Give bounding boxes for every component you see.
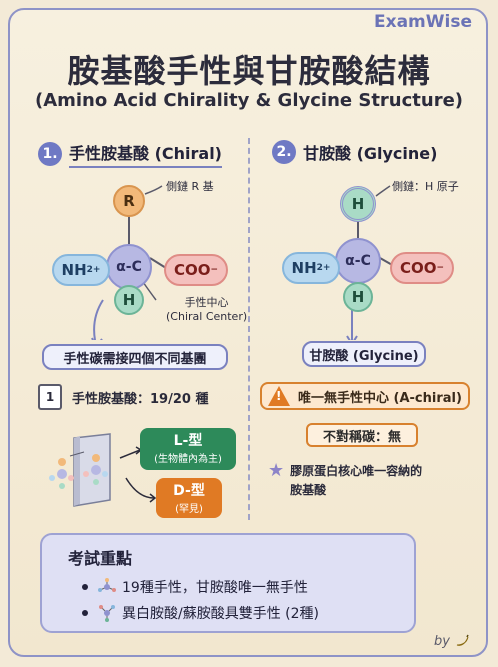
glycine-bond-lines xyxy=(325,185,395,340)
section-divider xyxy=(248,138,250,520)
achiral-warning: ! 唯一無手性中心 (A-chiral) xyxy=(260,382,470,410)
callout-r-group: 側鏈 R 基 xyxy=(166,180,214,193)
exam-item: 19種手性，甘胺酸唯一無手性 xyxy=(82,577,308,597)
glycine-amino-sub: 2 xyxy=(316,263,323,273)
chiral-count-text: 手性胺基酸：19/20 種 xyxy=(72,391,209,407)
collagen-note: ★ 膠原蛋白核心唯一容納的 胺基酸 xyxy=(268,462,422,500)
bullet-icon xyxy=(82,610,88,616)
byline-text: by xyxy=(434,633,450,649)
hydrogen-node: H xyxy=(114,285,144,315)
collagen-note-line1: 膠原蛋白核心唯一容納的 xyxy=(290,464,423,478)
d-form-tag: D-型 (罕見) xyxy=(156,478,222,518)
l-form-tag: L-型 (生物體內為主) xyxy=(140,428,236,470)
star-icon: ★ xyxy=(268,460,285,481)
section-number: 2. xyxy=(272,140,296,164)
exam-title: 考試重點 xyxy=(68,549,133,568)
carboxylate-group: COO− xyxy=(164,254,228,286)
section-number: 1. xyxy=(38,142,62,166)
warning-icon: ! xyxy=(268,386,290,406)
brand-logo: ExamWise xyxy=(374,12,472,32)
molecule-icon xyxy=(98,578,116,592)
alpha-carbon-node: α-C xyxy=(106,244,152,290)
l-form-label: L-型 xyxy=(173,433,203,449)
mirror-enantiomer-icon xyxy=(49,433,111,507)
carboxylate-label: COO xyxy=(173,261,211,279)
callout-chiral-center-en: (Chiral Center) xyxy=(166,310,248,323)
d-form-note: (罕見) xyxy=(175,504,203,515)
achiral-warning-text: 唯一無手性中心 (A-chiral) xyxy=(298,390,462,406)
section-chiral-heading: 1. 手性胺基酸 (Chiral) xyxy=(38,140,222,168)
carboxylate-charge: − xyxy=(210,265,219,275)
chiral-count-row: 1 手性胺基酸：19/20 種 xyxy=(38,384,208,410)
exam-item-text: 19種手性，甘胺酸唯一無手性 xyxy=(122,580,308,596)
glycine-side-chain-hydrogen: H xyxy=(340,186,376,222)
glycine-amino-charge: + xyxy=(322,263,331,273)
page-title: 胺基酸手性與甘胺酸結構 xyxy=(67,52,431,90)
glycine-carboxylate-label: COO xyxy=(399,259,437,277)
asymmetric-carbon-note: 不對稱碳：無 xyxy=(306,423,418,447)
glycine-alpha-carbon: α-C xyxy=(335,238,381,284)
exam-key-points: 考試重點 19種手性，甘胺酸唯一無手性 異白胺酸/蘇胺酸具雙手性 (2種) xyxy=(40,533,416,633)
warning-icon-glyph: ! xyxy=(276,389,282,403)
banana-icon xyxy=(456,634,469,646)
callout-glycine-side-chain: 側鏈：H 原子 xyxy=(392,180,459,193)
callout-chiral-center-zh: 手性中心 xyxy=(184,296,229,309)
page-subtitle: (Amino Acid Chirality & Glycine Structur… xyxy=(34,90,464,111)
amino-group-charge: + xyxy=(92,265,101,275)
l-form-note: (生物體內為主) xyxy=(154,454,222,465)
byline: by xyxy=(434,633,470,649)
section-heading-text: 甘胺酸 (Glycine) xyxy=(303,144,438,163)
bullet-icon xyxy=(82,584,88,590)
exam-item-text: 異白胺酸/蘇胺酸具雙手性 (2種) xyxy=(122,606,319,622)
exam-item: 異白胺酸/蘇胺酸具雙手性 (2種) xyxy=(82,603,319,623)
r-group-node: R xyxy=(113,185,145,217)
section-heading-text: 手性胺基酸 (Chiral) xyxy=(69,140,222,168)
d-form-label: D-型 xyxy=(173,483,205,499)
glycine-hydrogen-node: H xyxy=(343,282,373,312)
collagen-note-line2: 胺基酸 xyxy=(290,483,327,497)
glycine-amino-label: NH xyxy=(291,259,317,277)
amino-group-sub: 2 xyxy=(86,265,93,275)
rule-pill: 手性碳需接四個不同基團 xyxy=(42,344,228,370)
glycine-pill: 甘胺酸 (Glycine) xyxy=(302,341,426,367)
callout-chiral-center: 手性中心 (Chiral Center) xyxy=(166,294,247,323)
section-glycine-heading: 2. 甘胺酸 (Glycine) xyxy=(272,140,437,164)
book-icon: 1 xyxy=(38,384,62,410)
glycine-carboxylate-charge: − xyxy=(436,263,445,273)
molecule-icon xyxy=(99,605,115,622)
amino-group-label: NH xyxy=(61,261,87,279)
glycine-carboxylate-group: COO− xyxy=(390,252,454,284)
